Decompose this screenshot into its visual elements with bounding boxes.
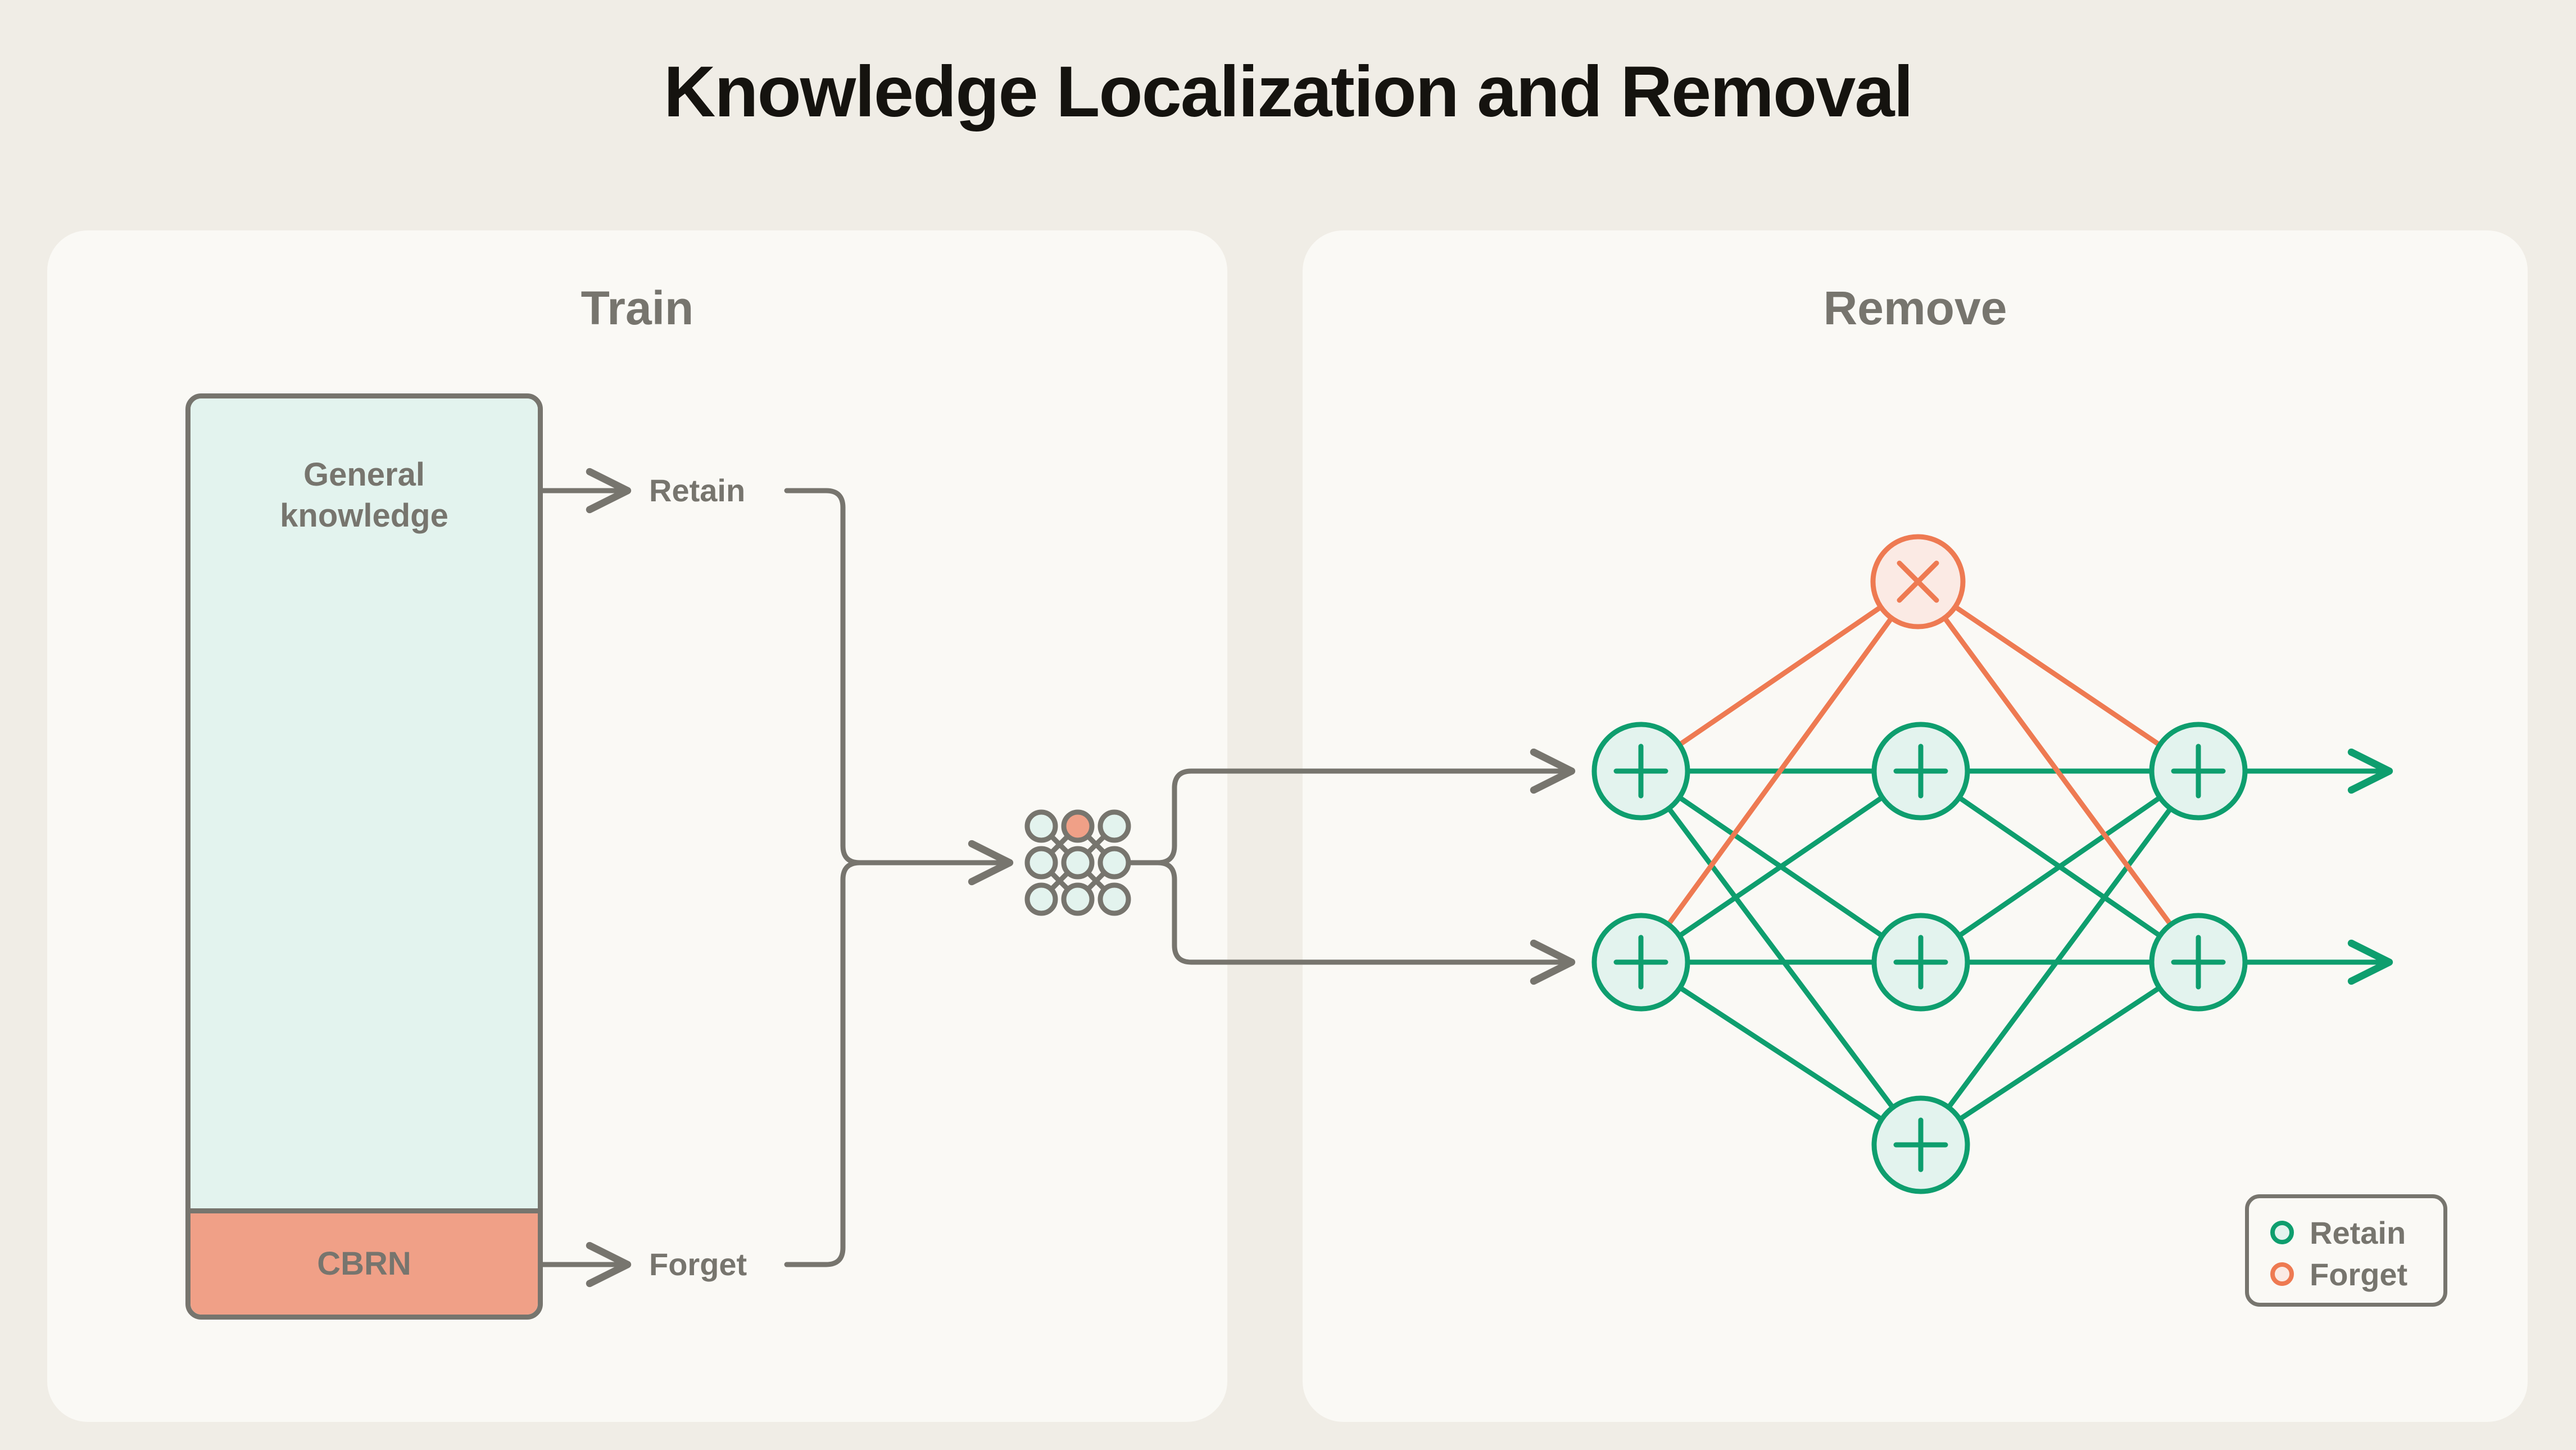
segment-general-knowledge: General knowledge bbox=[191, 398, 538, 1213]
general-knowledge-line2: knowledge bbox=[280, 497, 448, 534]
training-data-box: General knowledge CBRN bbox=[185, 393, 543, 1320]
general-knowledge-line1: General bbox=[303, 456, 425, 493]
panel-header-remove: Remove bbox=[1823, 282, 2007, 334]
page-title: Knowledge Localization and Removal bbox=[663, 52, 1913, 132]
flow-label-retain: Retain bbox=[649, 473, 746, 508]
legend-item-retain: Retain bbox=[2270, 1212, 2443, 1253]
legend-label-retain: Retain bbox=[2310, 1215, 2406, 1250]
segment-cbrn-label: CBRN bbox=[317, 1245, 411, 1282]
flow-label-forget: Forget bbox=[649, 1247, 747, 1282]
segment-cbrn: CBRN bbox=[191, 1208, 538, 1315]
panel-header-train: Train bbox=[580, 282, 694, 334]
segment-general-knowledge-label: General knowledge bbox=[280, 455, 448, 536]
legend-item-forget: Forget bbox=[2270, 1253, 2443, 1295]
forget-circle-icon bbox=[2270, 1262, 2294, 1286]
retain-circle-icon bbox=[2270, 1221, 2294, 1244]
legend: Retain Forget bbox=[2245, 1194, 2447, 1307]
legend-label-forget: Forget bbox=[2310, 1256, 2408, 1292]
